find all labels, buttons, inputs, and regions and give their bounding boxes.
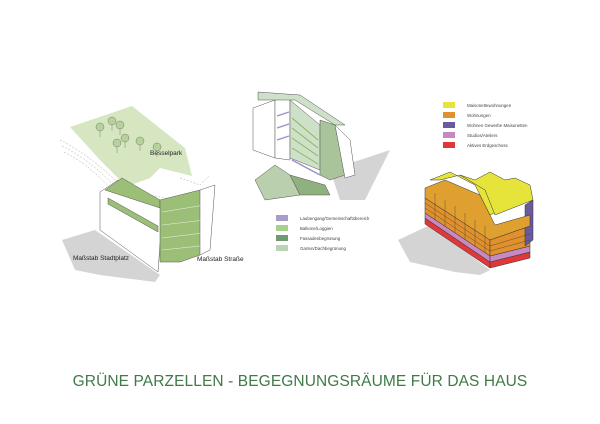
besselpark-label: Besselpark: [150, 150, 183, 157]
swatch-icon: [276, 235, 288, 241]
swatch-icon: [276, 215, 288, 221]
legend-label: Balkone/Loggien: [300, 225, 333, 231]
legend-item: Laubengang/Gemeinschaftsbereich: [276, 213, 369, 223]
stadtplatz-label: Maßstab Stadtplatz: [73, 255, 129, 262]
legend-label: Maisonettewohnungen: [467, 102, 512, 108]
legend-item: Studios/Ateliers: [443, 130, 527, 140]
legend-label: Aktives Erdgeschoss: [467, 142, 508, 148]
legend-label: Wohnungen: [467, 112, 491, 118]
swatch-icon: [276, 225, 288, 231]
legend-item: Wohnungen: [443, 110, 527, 120]
middle-shadow: [330, 150, 390, 200]
legend-label: Wohnen Gewerbe Maisonetten: [467, 122, 528, 128]
legend-label: Laubengang/Gemeinschaftsbereich: [300, 215, 370, 221]
swatch-icon: [443, 132, 455, 138]
legend-label: Fassadenbegrünung: [300, 235, 341, 241]
swatch-icon: [443, 102, 455, 108]
swatch-icon: [443, 112, 455, 118]
legend-label: Garten/Dachbegrünung: [300, 245, 346, 251]
swatch-icon: [443, 142, 455, 148]
legend-item: Fassadenbegrünung: [276, 233, 369, 243]
swatch-icon: [443, 122, 455, 128]
strasse-label: Maßstab Straße: [197, 256, 244, 263]
page-title: GRÜNE PARZELLEN - BEGEGNUNGSRÄUME FÜR DA…: [72, 373, 528, 390]
legend-item: Garten/Dachbegrünung: [276, 243, 369, 253]
legend-item: Aktives Erdgeschoss: [443, 140, 527, 150]
legend-label: Studios/Ateliers: [467, 132, 498, 138]
besselpark-area: [70, 106, 192, 186]
right-shadow: [398, 225, 490, 275]
legend-item: Maisonettewohnungen: [443, 100, 527, 110]
swatch-icon: [276, 245, 288, 251]
middle-legend: Laubengang/Gemeinschaftsbereich Balkone/…: [276, 213, 369, 253]
legend-item: Wohnen Gewerbe Maisonetten: [443, 120, 527, 130]
right-legend: Maisonettewohnungen Wohnungen Wohnen Gew…: [443, 100, 527, 150]
legend-item: Balkone/Loggien: [276, 223, 369, 233]
